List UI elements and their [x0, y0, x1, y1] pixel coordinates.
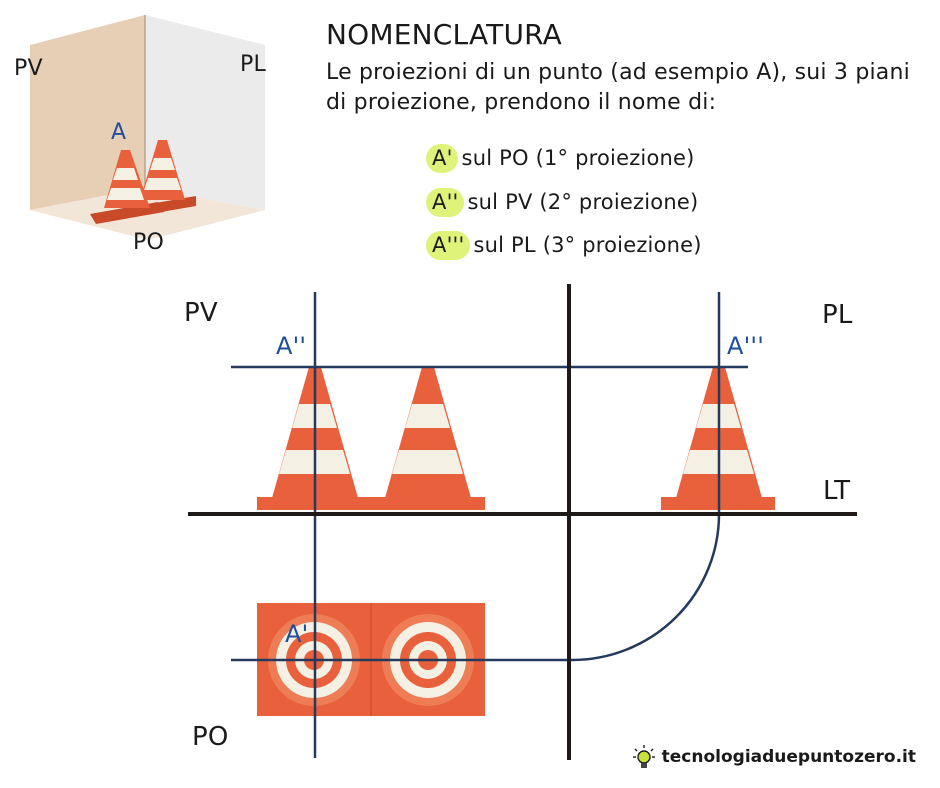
lightbulb-icon [632, 745, 655, 768]
point-label-a1: A' [285, 620, 309, 648]
legend-symbol: A' [426, 144, 458, 173]
legend-row-a3: A'''sul PL (3° proiezione) [426, 231, 702, 260]
plane-label-pl: PL [822, 300, 853, 330]
point-label-a2: A'' [276, 332, 307, 360]
footer-credit[interactable]: tecnologiaduepuntozero.it [632, 744, 916, 770]
legend-symbol: A'' [426, 188, 464, 217]
description: Le proiezioni di un punto (ad esempio A)… [326, 60, 910, 115]
page-title: NOMENCLATURA [326, 18, 563, 51]
corner-wall-pl [145, 15, 265, 210]
projection-arc [571, 513, 721, 662]
footer-site[interactable]: tecnologiaduepuntozero.it [661, 747, 916, 767]
corner-label-a: A [111, 120, 127, 145]
corner-label-po: PO [133, 230, 164, 255]
legend-symbol: A''' [426, 231, 470, 260]
legend-text: sul PL (3° proiezione) [473, 233, 702, 257]
plane-label-lt: LT [823, 476, 851, 506]
legend-text: sul PV (2° proiezione) [467, 190, 699, 214]
cone-top-view-2 [371, 603, 485, 716]
plane-label-po: PO [192, 722, 229, 752]
corner-label-pv: PV [14, 56, 43, 81]
legend-row-a1: A'sul PO (1° proiezione) [426, 144, 695, 173]
corner-illustration [30, 15, 265, 240]
corner-cone-front [90, 150, 164, 224]
corner-label-pl: PL [240, 52, 266, 77]
legend-row-a2: A''sul PV (2° proiezione) [426, 188, 698, 217]
legend-text: sul PO (1° proiezione) [461, 146, 695, 170]
corner-wall-pv [30, 15, 145, 210]
plane-label-pv: PV [184, 298, 218, 328]
cone-front-view-2 [371, 367, 485, 510]
point-label-a3: A''' [727, 332, 765, 360]
